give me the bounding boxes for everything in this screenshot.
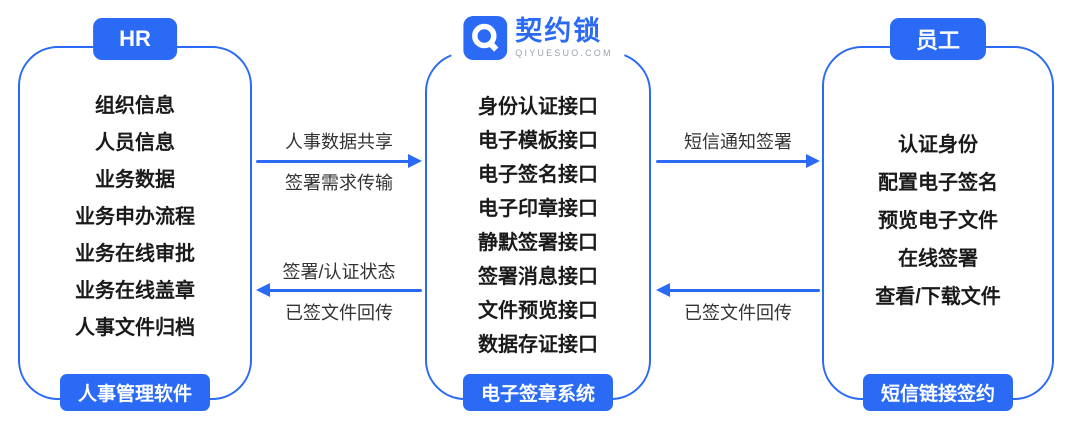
hr-header-badge: HR — [93, 18, 177, 60]
sign-system-item-list: 身份认证接口 电子模板接口 电子签名接口 电子印章接口 静默签署接口 签署消息接… — [427, 90, 649, 362]
list-item: 电子印章接口 — [478, 198, 598, 220]
flow-label-sign-to-employee: 短信通知签署 — [684, 132, 792, 152]
list-item: 业务在线盖章 — [75, 280, 195, 302]
logo-name-text: 契约锁 — [515, 16, 603, 46]
logo-domain-text: QIYUESUO.COM — [515, 48, 613, 58]
arrow-shaft — [268, 289, 422, 292]
arrow-shaft — [656, 160, 808, 163]
arrow-left-icon — [256, 283, 422, 298]
list-item: 电子签名接口 — [478, 164, 598, 186]
arrowhead-icon — [256, 283, 270, 297]
list-item: 业务在线审批 — [75, 243, 195, 265]
flow-label-employee-to-sign: 已签文件回传 — [684, 303, 792, 323]
arrowhead-icon — [806, 154, 820, 168]
employee-box: 员工 认证身份 配置电子签名 预览电子文件 在线签署 查看/下载文件 短信链接签… — [822, 18, 1054, 411]
list-item: 文件预览接口 — [478, 300, 598, 322]
list-item: 静默签署接口 — [478, 232, 598, 254]
list-item: 电子模板接口 — [478, 130, 598, 152]
list-item: 配置电子签名 — [878, 172, 998, 194]
flow-label-sign-to-hr-bottom: 已签文件回传 — [285, 303, 393, 323]
arrow-right-icon — [656, 154, 820, 169]
list-item: 在线签署 — [898, 248, 978, 270]
list-item: 人事文件归档 — [75, 317, 195, 339]
list-item: 数据存证接口 — [478, 334, 598, 356]
list-item: 业务数据 — [95, 169, 175, 191]
arrow-shaft — [668, 289, 820, 292]
employee-header-badge: 员工 — [889, 18, 987, 60]
employee-footer-badge: 短信链接签约 — [862, 374, 1014, 411]
hr-item-list: 组织信息 人员信息 业务数据 业务申办流程 业务在线审批 业务在线盖章 人事文件… — [20, 88, 250, 347]
list-item: 人员信息 — [95, 132, 175, 154]
qiyuesuo-logo-icon — [463, 16, 508, 60]
list-item: 预览电子文件 — [878, 210, 998, 232]
list-item: 身份认证接口 — [478, 96, 598, 118]
flow-label-hr-to-sign-top: 人事数据共享 — [285, 132, 393, 152]
hr-system-box: HR 组织信息 人员信息 业务数据 业务申办流程 业务在线审批 业务在线盖章 人… — [18, 18, 252, 411]
arrow-left-icon — [656, 283, 820, 298]
list-item: 认证身份 — [898, 134, 978, 156]
qiyuesuo-logo: 契约锁 QIYUESUO.COM — [451, 14, 625, 62]
arrow-shaft — [256, 160, 410, 163]
list-item: 签署消息接口 — [478, 266, 598, 288]
employee-item-list: 认证身份 配置电子签名 预览电子文件 在线签署 查看/下载文件 — [824, 126, 1052, 316]
sign-system-box: 契约锁 QIYUESUO.COM 身份认证接口 电子模板接口 电子签名接口 电子… — [425, 14, 651, 411]
list-item: 组织信息 — [95, 95, 175, 117]
arrowhead-icon — [408, 154, 422, 168]
arrowhead-icon — [656, 283, 670, 297]
list-item: 业务申办流程 — [75, 206, 195, 228]
list-item: 查看/下载文件 — [875, 286, 1001, 308]
flow-label-sign-to-hr-top: 签署/认证状态 — [282, 262, 396, 282]
sign-system-footer-badge: 电子签章系统 — [462, 374, 614, 411]
arrow-right-icon — [256, 154, 422, 169]
flow-label-hr-to-sign-bottom: 签署需求传输 — [285, 173, 393, 193]
hr-footer-badge: 人事管理软件 — [59, 374, 211, 411]
